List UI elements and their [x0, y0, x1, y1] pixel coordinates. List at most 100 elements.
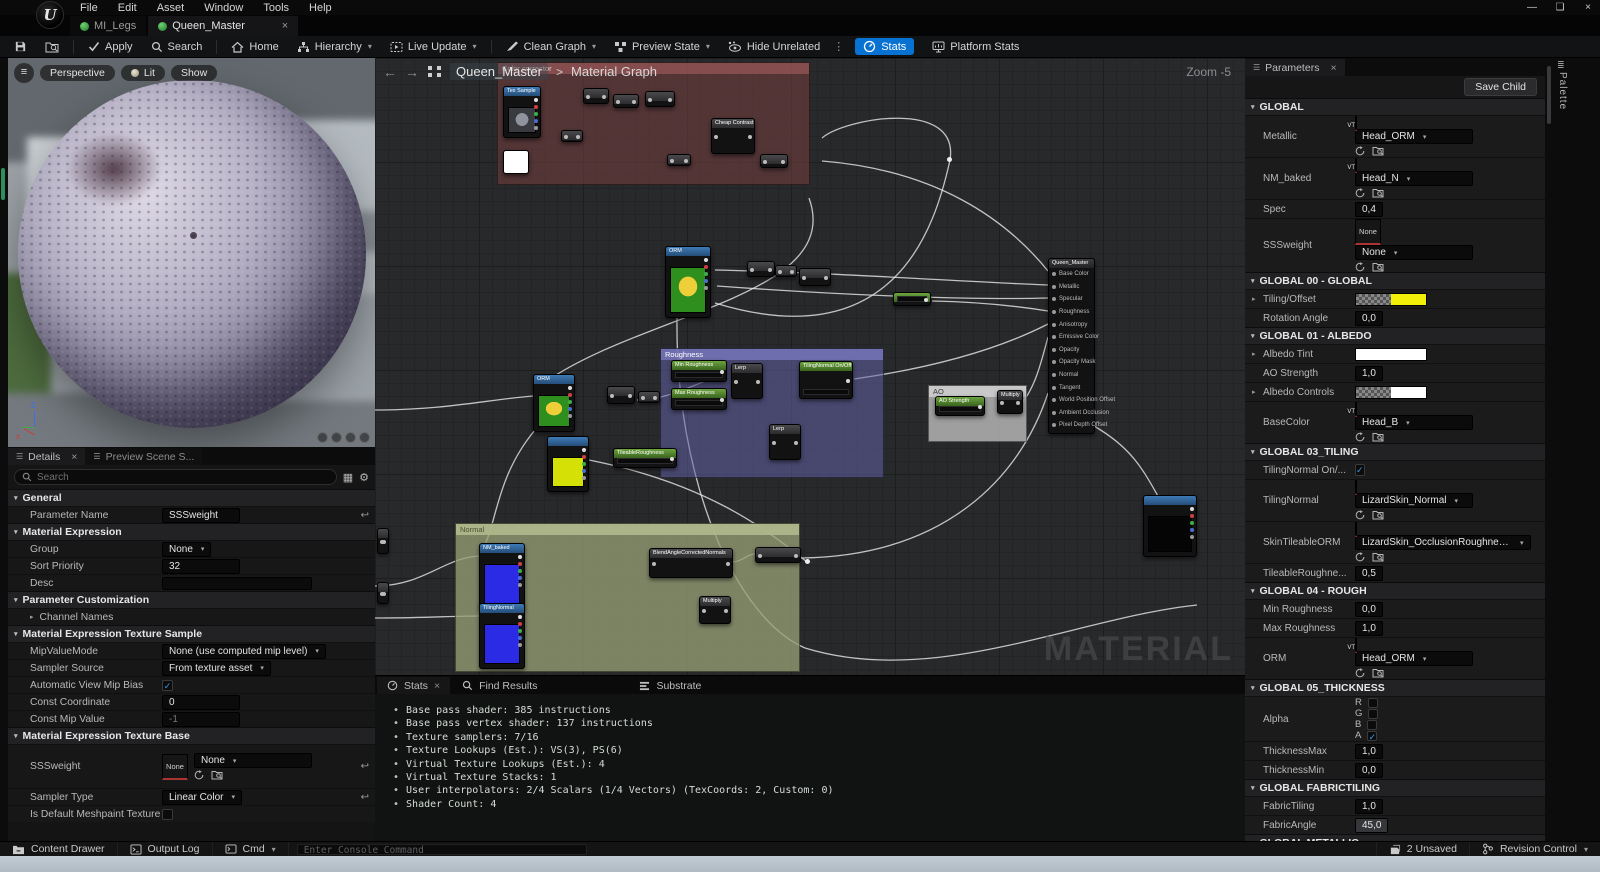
graph-node-tilingnormal[interactable]: TilingNormal — [479, 603, 525, 669]
menu-asset[interactable]: Asset — [156, 2, 185, 14]
output-pin[interactable] — [748, 135, 752, 139]
parameters-scrollbar[interactable] — [1547, 66, 1551, 124]
stats-toggle-button[interactable]: Stats — [855, 38, 915, 55]
save-child-button[interactable]: Save Child — [1464, 78, 1537, 96]
graph-node-orm[interactable]: ORM — [665, 246, 711, 318]
value-field-rotation-angle[interactable]: 0,0 — [1355, 311, 1383, 326]
textarea-desc[interactable] — [162, 576, 312, 590]
output-pin[interactable] — [518, 562, 522, 566]
output-pin[interactable] — [653, 396, 657, 400]
input-pin[interactable] — [750, 268, 754, 272]
browse-to-asset-icon[interactable] — [211, 770, 223, 780]
texture-select-sssweight[interactable]: None▾ — [1355, 245, 1473, 260]
graph-node[interactable] — [613, 94, 639, 108]
graph-node[interactable] — [645, 91, 675, 107]
graph-node-max-roughness[interactable]: Max Roughness — [671, 388, 727, 410]
material-output-pin-world-position-offset[interactable]: World Position Offset — [1049, 394, 1115, 407]
output-pin[interactable] — [568, 414, 572, 418]
graph-node[interactable] — [747, 261, 775, 277]
preview-state-button[interactable]: Preview State▾ — [606, 39, 718, 55]
reset-to-default-icon[interactable]: ↩ — [360, 509, 369, 521]
graph-node-lerp[interactable]: Lerp — [731, 363, 763, 399]
output-pin[interactable] — [518, 615, 522, 619]
texture-thumbnail[interactable]: None — [162, 753, 188, 780]
texture-select-skintileableorm[interactable]: LizardSkin_OcclusionRoughnessMetallic▾ — [1355, 535, 1531, 550]
value-field-sort-priority[interactable]: 32 — [162, 558, 240, 574]
maximize-button[interactable]: ❏ — [1555, 2, 1565, 13]
nav-back-button[interactable]: ← — [383, 63, 397, 80]
value-field-fabrictiling[interactable]: 1,0 — [1355, 799, 1383, 814]
output-pin[interactable] — [924, 298, 928, 302]
value-field-const-mip-value[interactable]: -1 — [162, 711, 240, 727]
output-pin[interactable] — [534, 98, 538, 102]
graph-node-multiply[interactable]: Multiply — [997, 390, 1023, 414]
texture-thumbnail[interactable] — [1355, 480, 1357, 495]
dropdown-group[interactable]: None▾ — [162, 541, 212, 557]
output-pin[interactable] — [518, 583, 522, 587]
row-expander-icon[interactable]: ▸ — [30, 614, 34, 621]
output-pin[interactable] — [790, 270, 794, 274]
preview-shape-plane-button[interactable] — [345, 432, 356, 443]
input-pin[interactable] — [778, 270, 782, 274]
channel-checkbox-r[interactable] — [1367, 697, 1378, 708]
input-pin[interactable] — [648, 98, 652, 102]
input-pin[interactable] — [802, 276, 806, 280]
preview-shape-sphere-button[interactable] — [331, 432, 342, 443]
dropdown-sampler-type[interactable]: Linear Color▾ — [162, 789, 242, 805]
material-output-pin-anisotropy[interactable]: Anisotropy — [1049, 318, 1094, 331]
graph-node[interactable] — [638, 391, 660, 403]
output-pin[interactable] — [518, 569, 522, 573]
input-pin[interactable] — [702, 609, 706, 613]
graph-node-multiply[interactable]: Multiply — [699, 596, 731, 624]
section-header-global-fabrictiling[interactable]: ▾GLOBAL FABRICTILING — [1245, 779, 1545, 796]
section-header-global-01-albedo[interactable]: ▾GLOBAL 01 - ALBEDO — [1245, 327, 1545, 344]
output-pin[interactable] — [568, 386, 572, 390]
preview-shape-cube-button[interactable] — [359, 432, 370, 443]
value-field-fabricangle[interactable]: 45,0 — [1355, 818, 1389, 833]
color-swatch-albedo-tint[interactable] — [1355, 347, 1427, 361]
material-output-pin-specular[interactable]: Specular — [1049, 293, 1094, 306]
row-expander-icon[interactable]: ▸ — [1252, 351, 1256, 358]
graph-node[interactable] — [561, 130, 583, 142]
section-header-global[interactable]: ▾GLOBAL — [1245, 98, 1545, 115]
asset-tab-queen_master[interactable]: Queen_Master× — [148, 16, 299, 36]
tab-parameters[interactable]: ☰ Parameters × — [1245, 59, 1345, 76]
graph-node-ao-strength[interactable]: AO Strength — [935, 396, 985, 416]
graph-node[interactable] — [775, 265, 797, 277]
perspective-button[interactable]: Perspective — [40, 65, 115, 81]
output-pin[interactable] — [534, 112, 538, 116]
output-pin[interactable] — [518, 629, 522, 633]
texture-select-metallic[interactable]: Head_ORM▾ — [1355, 129, 1473, 144]
use-selected-asset-icon[interactable] — [1355, 188, 1365, 198]
input-pin[interactable] — [641, 396, 645, 400]
details-search-input[interactable]: Search — [14, 469, 337, 485]
output-log-button[interactable]: Output Log — [118, 842, 213, 856]
tab-stats[interactable]: Stats × — [377, 677, 451, 694]
output-pin[interactable] — [1016, 401, 1020, 405]
output-pin[interactable] — [568, 407, 572, 411]
output-pin[interactable] — [1190, 528, 1194, 532]
material-output-pin-emissive-color[interactable]: Emissive Color — [1049, 331, 1099, 344]
output-pin[interactable] — [704, 258, 708, 262]
graph-node[interactable] — [893, 292, 931, 306]
material-output-pin-normal[interactable]: Normal — [1049, 369, 1094, 382]
use-selected-asset-icon[interactable] — [194, 770, 204, 780]
output-pin[interactable] — [846, 379, 850, 383]
menu-tools[interactable]: Tools — [263, 2, 290, 14]
tab-preview-scene-settings[interactable]: ☰ Preview Scene S... — [85, 448, 203, 465]
preview-shape-cylinder-button[interactable] — [317, 432, 328, 443]
nav-forward-button[interactable]: → — [405, 63, 419, 80]
output-pin[interactable] — [1190, 521, 1194, 525]
input-pin[interactable] — [1000, 401, 1004, 405]
graph-node[interactable] — [377, 582, 389, 604]
texture-select-basecolor[interactable]: Head_B▾ — [1355, 415, 1473, 430]
value-field-const-coordinate[interactable]: 0 — [162, 694, 240, 710]
section-header-global-00-global[interactable]: ▾GLOBAL 00 - GLOBAL — [1245, 272, 1545, 289]
texture-select-tilingnormal[interactable]: LizardSkin_Normal▾ — [1355, 493, 1473, 508]
tab-find-results[interactable]: Find Results — [452, 677, 547, 694]
output-pin[interactable] — [628, 394, 632, 398]
section-header-parameter-customization[interactable]: ▾Parameter Customization — [8, 591, 375, 608]
parameters-tab-close-icon[interactable]: × — [1330, 61, 1337, 74]
texture-thumbnail[interactable]: VT — [1347, 116, 1357, 131]
output-pin[interactable] — [382, 592, 386, 596]
